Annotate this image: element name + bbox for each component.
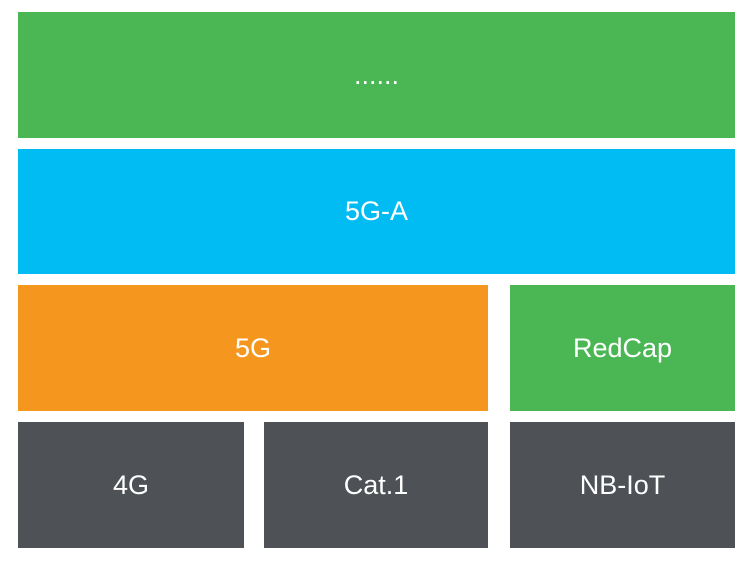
- cat1-label: Cat.1: [343, 469, 409, 500]
- 4g-label: 4G: [112, 469, 150, 500]
- 5g-label: 5G: [234, 332, 272, 363]
- 5g-block: 5G: [18, 285, 488, 411]
- ellipsis-layer-block: ......: [18, 12, 735, 138]
- 5g-a-label: 5G-A: [344, 196, 409, 226]
- 5g-a-layer-block: 5G-A: [18, 149, 735, 274]
- nb-iot-block: NB-IoT: [510, 422, 735, 548]
- 4g-block: 4G: [18, 422, 244, 548]
- redcap-label: RedCap: [572, 332, 673, 363]
- nb-iot-label: NB-IoT: [579, 469, 666, 500]
- ellipsis-layer-label: ......: [353, 59, 399, 90]
- redcap-block: RedCap: [510, 285, 735, 411]
- cat1-block: Cat.1: [264, 422, 488, 548]
